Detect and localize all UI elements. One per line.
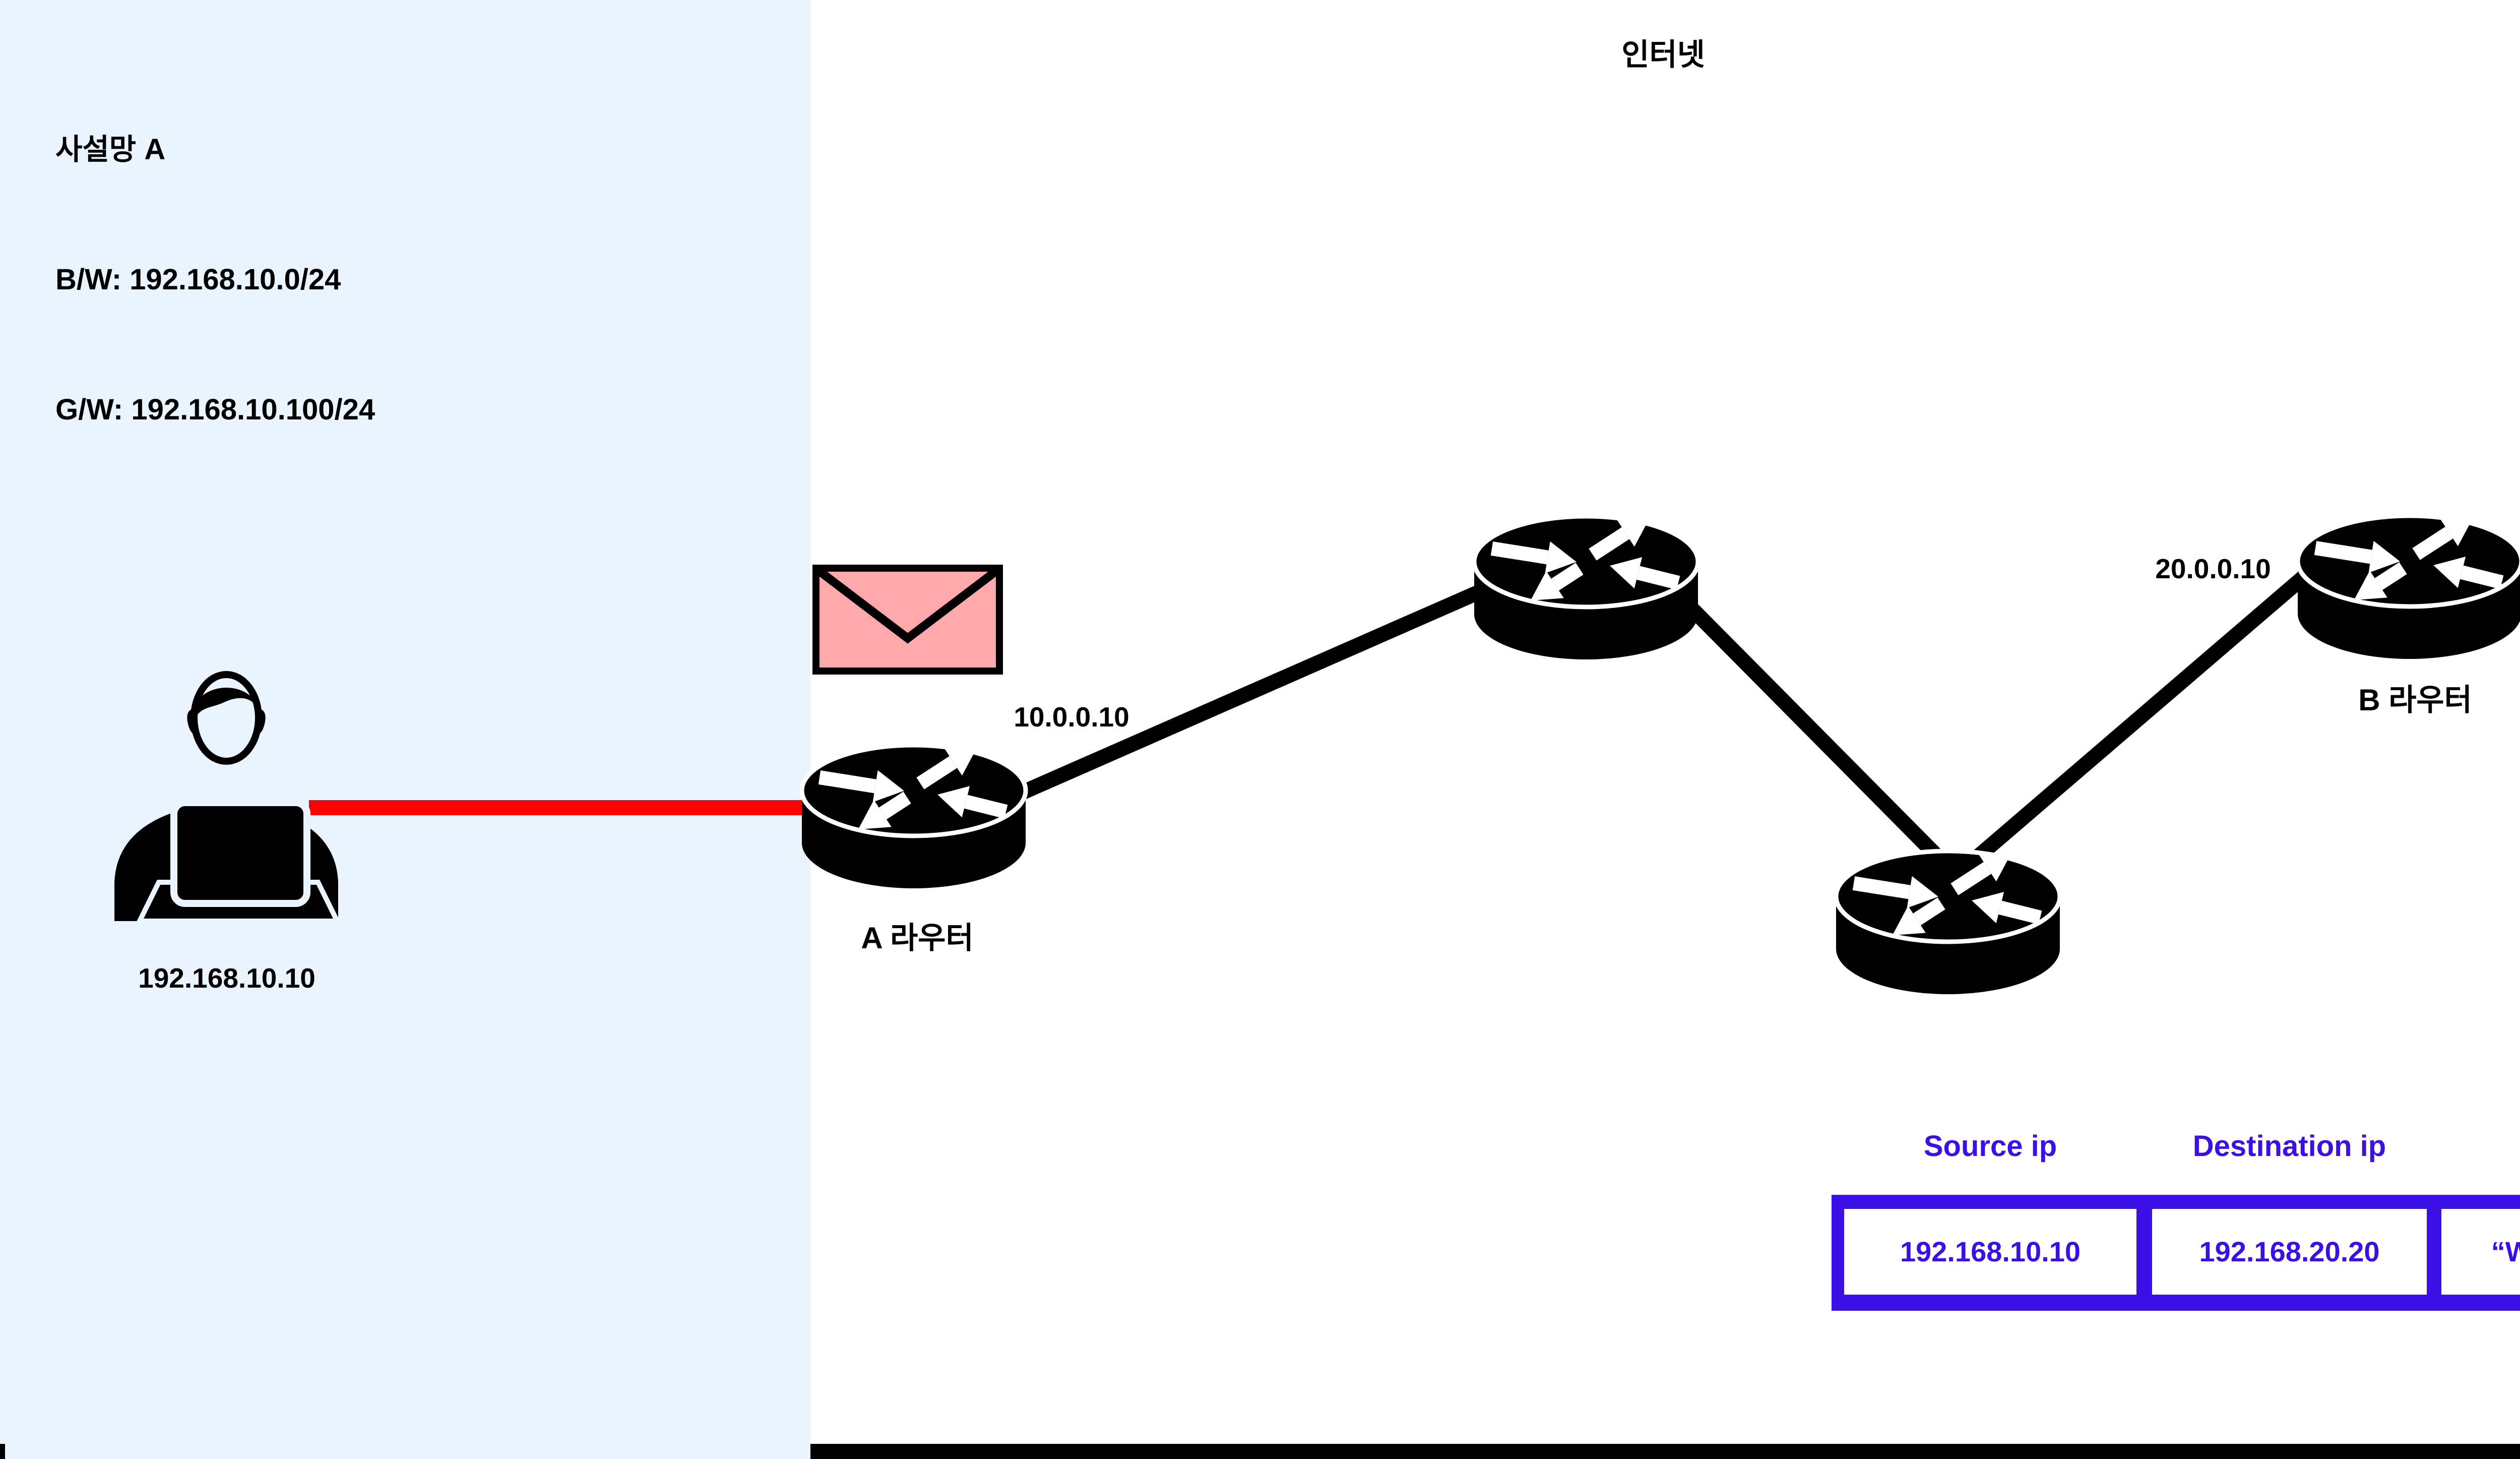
- network-a-bandwidth: B/W: 192.168.10.0/24: [55, 263, 341, 296]
- bottom-black-bar-left-sliver: [0, 1444, 5, 1459]
- bottom-black-bar: [810, 1444, 2520, 1459]
- host-a-user-at-laptop-icon: [114, 675, 338, 921]
- network-a-gateway: G/W: 192.168.10.100/24: [55, 393, 375, 426]
- packet-table: 192.168.10.10 192.168.20.20 “Welcome!”: [1832, 1195, 2520, 1311]
- packet-envelope-icon: [812, 565, 1003, 675]
- router-b-icon: [2298, 503, 2520, 659]
- router-a-icon: [802, 733, 1026, 888]
- network-a-title: 사설망 A: [55, 133, 166, 166]
- packet-source-ip-cell: 192.168.10.10: [1844, 1209, 2136, 1295]
- router-b-wan-ip-label: 20.0.0.10: [2155, 553, 2271, 584]
- link-core1-to-core2: [1658, 574, 1961, 880]
- host-a-ip-label: 192.168.10.10: [138, 962, 316, 994]
- packet-data-cell: “Welcome!”: [2441, 1209, 2520, 1295]
- internet-core-router-1-icon: [1474, 504, 1698, 659]
- internet-core-router-2-icon: [1836, 838, 2060, 994]
- link-core2-to-router-b: [1961, 541, 2344, 873]
- internet-title: 인터넷: [1621, 38, 1705, 72]
- packet-destination-ip-cell: 192.168.20.20: [2152, 1209, 2427, 1295]
- router-a-wan-ip-label: 10.0.0.10: [1014, 701, 1129, 733]
- link-router-a-to-core1: [1010, 573, 1510, 804]
- packet-header-source-ip: Source ip: [1923, 1130, 2057, 1163]
- private-network-a-zone: [0, 0, 810, 1459]
- router-b-name-label: B 라우터: [2358, 683, 2472, 717]
- network-a-info: 사설망 A B/W: 192.168.10.0/24 G/W: 192.168.…: [55, 41, 375, 518]
- router-a-name-label: A 라우터: [861, 921, 974, 955]
- packet-header-data: data: [2441, 1129, 2520, 1165]
- packet-header-destination-ip: Destination ip: [2192, 1130, 2386, 1163]
